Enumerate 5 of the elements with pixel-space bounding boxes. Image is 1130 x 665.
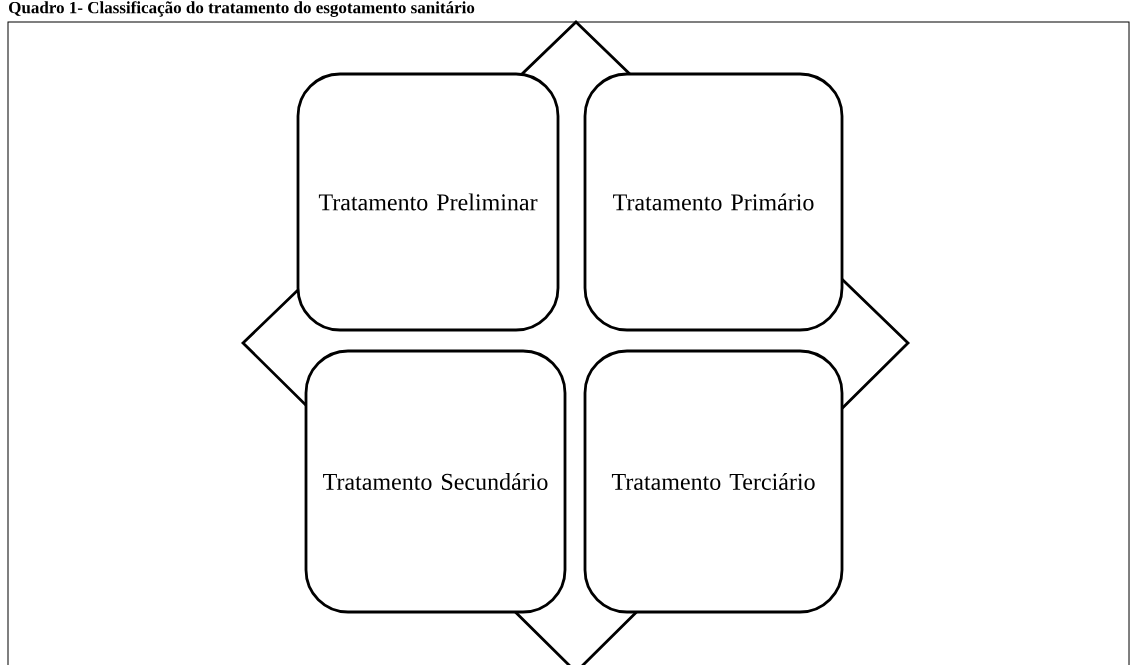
rounded-box: Tratamento Secundário xyxy=(304,349,567,614)
title: Quadro 1- Classificação do tratamento do esgotamento sanitário xyxy=(9,1,475,17)
rounded-box: Tratamento Preliminar xyxy=(296,72,560,332)
rounded-box: Tratamento Primário xyxy=(583,72,844,332)
rounded-box: Tratamento Terciário xyxy=(583,349,844,614)
